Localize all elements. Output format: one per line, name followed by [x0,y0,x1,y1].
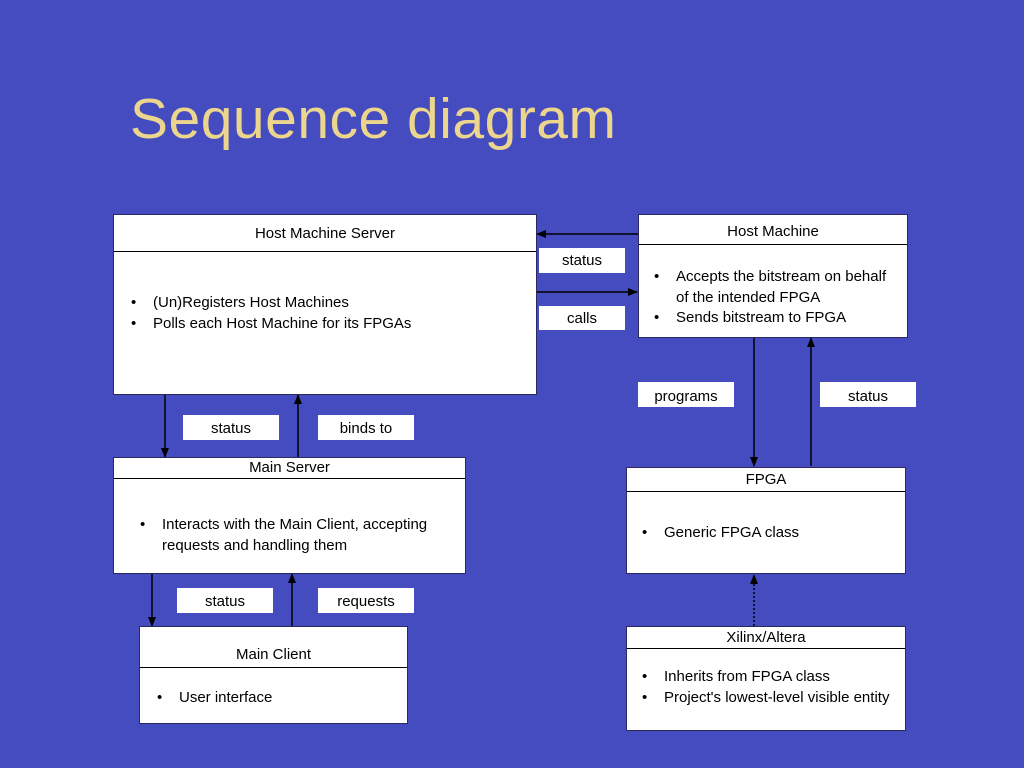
xilinx-altera-title: Xilinx/Altera [627,627,905,649]
slide-title: Sequence diagram [130,87,617,151]
label-fpga-to-hm-status: status [820,382,916,407]
label-ms-to-mc-status: status [177,588,273,613]
main-client-box: Main Client User interface [139,626,408,724]
label-hm-to-hms-status: status [539,248,625,273]
list-item: Sends bitstream to FPGA [654,308,899,329]
host-machine-server-title: Host Machine Server [114,215,536,252]
label-hm-to-fpga-programs: programs [638,382,734,407]
host-machine-server-box: Host Machine Server (Un)Registers Host M… [113,214,537,395]
main-server-box: Main Server Interacts with the Main Clie… [113,457,466,574]
main-client-title: Main Client [140,627,407,668]
fpga-title: FPGA [627,468,905,492]
list-item: Inherits from FPGA class [642,667,897,688]
list-item: (Un)Registers Host Machines [131,293,526,314]
host-machine-server-list: (Un)Registers Host Machines Polls each H… [131,293,526,334]
main-server-list: Interacts with the Main Client, acceptin… [140,515,460,556]
list-item: Polls each Host Machine for its FPGAs [131,314,526,335]
label-hms-to-ms-status: status [183,415,279,440]
xilinx-altera-box: Xilinx/Altera Inherits from FPGA class P… [626,626,906,731]
fpga-box: FPGA Generic FPGA class [626,467,906,574]
list-item: Project's lowest-level visible entity [642,688,897,709]
host-machine-box: Host Machine Accepts the bitstream on be… [638,214,908,338]
xilinx-altera-list: Inherits from FPGA class Project's lowes… [642,667,897,708]
list-item: Interacts with the Main Client, acceptin… [140,515,460,556]
fpga-list: Generic FPGA class [642,523,897,544]
list-item: User interface [157,688,402,709]
list-item: Accepts the bitstream on behalf of the i… [654,267,899,308]
host-machine-list: Accepts the bitstream on behalf of the i… [654,267,899,329]
label-mc-to-ms-requests: requests [318,588,414,613]
main-server-title: Main Server [114,458,465,479]
list-item: Generic FPGA class [642,523,897,544]
label-ms-to-hms-binds: binds to [318,415,414,440]
label-hms-to-hm-calls: calls [539,306,625,330]
host-machine-title: Host Machine [639,215,907,245]
main-client-list: User interface [157,688,402,709]
